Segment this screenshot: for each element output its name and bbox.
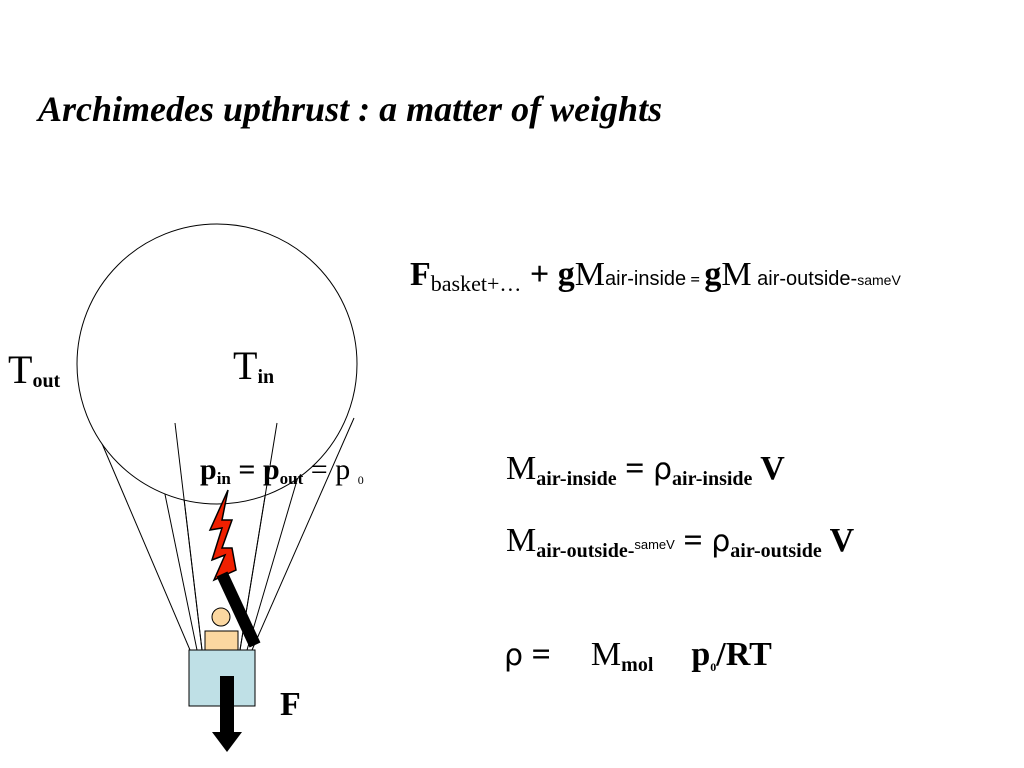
- equation-mass-outside: Mair-outside-sameV = ρair-outside V: [506, 522, 855, 562]
- temperature-inside-label: Tin: [233, 343, 275, 388]
- equation-mass-inside: Mair-inside = ρair-inside V: [506, 450, 785, 490]
- temperature-outside-label: Tout: [8, 347, 61, 392]
- slide-title: Archimedes upthrust : a matter of weight…: [38, 89, 663, 129]
- burner-pipe: [216, 571, 261, 648]
- balloon-envelope: [76, 223, 358, 505]
- equation-force-balance: Fbasket+… + gMair-inside = gM air-outsid…: [410, 256, 901, 296]
- person-body: [204, 630, 239, 651]
- force-arrow-shaft: [220, 676, 234, 734]
- person-head: [211, 607, 231, 627]
- pressure-equality-label: pin = pout = p 0: [200, 453, 364, 488]
- force-label: F: [280, 686, 301, 723]
- force-arrow-head: [212, 732, 242, 752]
